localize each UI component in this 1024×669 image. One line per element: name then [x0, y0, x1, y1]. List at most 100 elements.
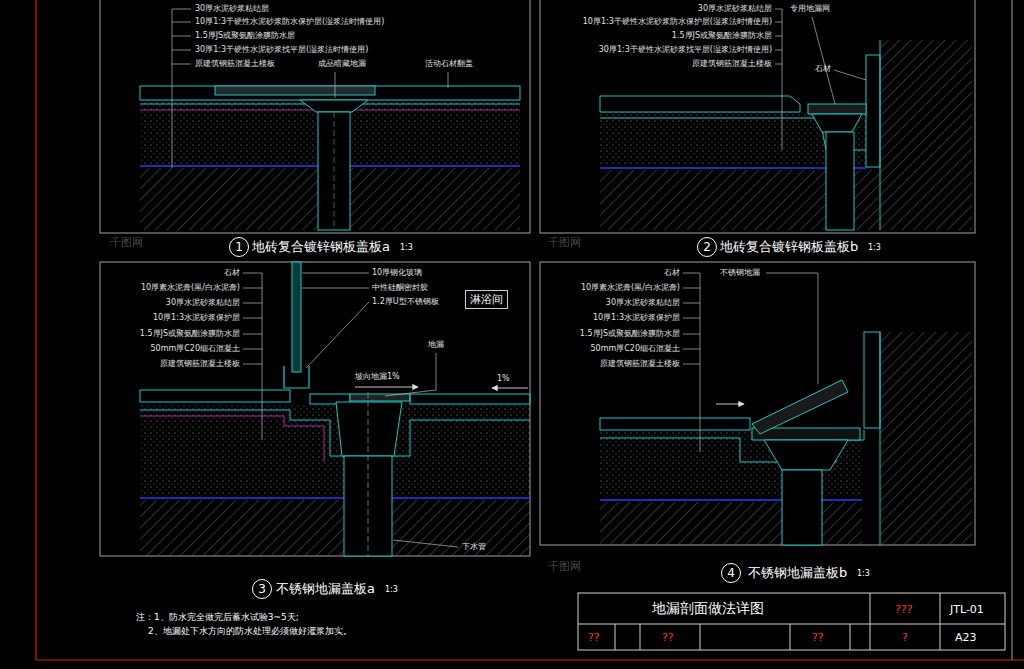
watermark: 千图网 [110, 236, 143, 249]
part-callout: 地漏 [428, 340, 444, 350]
drain-body [300, 100, 368, 112]
centerline [334, 112, 335, 230]
stone-layer [410, 394, 530, 404]
wall-stone [866, 55, 880, 167]
detail-caption: 地砖复合镀锌钢板盖板a [252, 239, 390, 255]
layer-callout: 原建筑钢筋混凝土楼板 [160, 359, 240, 369]
watermark: 千图网 [548, 236, 581, 249]
part-callout: 成品暗藏地漏 [318, 59, 366, 69]
layer-callout: 1.5厚JS或聚氨酯涂膜防水层 [672, 31, 772, 41]
scale-label: 1:3 [868, 243, 881, 253]
leader-line [766, 273, 818, 384]
note-text: 注：1、防水完全做完后蓄水试验3~5天; [136, 612, 299, 623]
part-callout: 下水管 [462, 542, 486, 552]
title-block-rule [615, 624, 616, 650]
slope-label: 1% [497, 374, 510, 384]
title-block-cell: ?? [812, 631, 824, 644]
layer-callout: 1.5厚JS或聚氨酯涂膜防水层 [580, 329, 680, 339]
concrete-fill [140, 404, 530, 496]
callout-number: 4 [727, 566, 735, 580]
note-text: 2、地漏处下水方向的防水处理必须做好灌浆加实。 [148, 626, 352, 637]
drain-body [812, 114, 862, 132]
slope-arrow [492, 388, 528, 389]
leader-line [393, 540, 458, 547]
drain-cover [752, 380, 848, 434]
concrete-fill [600, 432, 862, 496]
stone-cover [215, 86, 375, 95]
leader-line [683, 303, 700, 304]
waterproof-line [140, 410, 530, 456]
title-block-rule [850, 624, 851, 650]
wall-hatch [880, 332, 972, 545]
drain-funnel [764, 440, 848, 470]
slab-line [600, 499, 862, 501]
part-callout: 石材 [815, 64, 831, 74]
part-callout: 专用地漏网 [790, 4, 830, 14]
layer-callout: 30厚水泥砂浆粘结层 [606, 298, 680, 308]
u-channel [284, 366, 309, 388]
stone-layer [140, 390, 290, 402]
slope-arrow [716, 404, 744, 405]
illustration [36, 0, 1024, 660]
layer-callout: 30厚1:3干硬性水泥砂浆找平层(湿浆法时情使用) [195, 45, 368, 55]
layer-callout: 10厚素水泥膏(黑/白水泥膏) [581, 283, 680, 293]
layer-callout: 原建筑钢筋混凝土楼板 [600, 359, 680, 369]
drain-body [336, 402, 402, 456]
sheet-border [36, 0, 1024, 660]
part-callout: 中性硅酮密封胶 [372, 283, 428, 293]
layer-callout: 10厚1:3干硬性水泥砂浆防水保护层(湿浆法时情使用) [583, 17, 772, 27]
title-block-rule [940, 593, 941, 650]
detail-frame [100, 0, 530, 233]
title-block-cell: A23 [955, 631, 977, 644]
leader-line [775, 36, 782, 37]
callout-number: 3 [258, 582, 266, 596]
part-callout: 10厚钢化玻璃 [372, 268, 422, 278]
leader-line [243, 349, 262, 350]
detail-number-circle: 4 [721, 563, 741, 583]
leader-line [172, 50, 191, 51]
callout-number: 1 [235, 240, 243, 254]
part-callout: 不锈钢地漏 [720, 268, 760, 278]
leader-line [172, 9, 191, 10]
leader-line [775, 50, 782, 51]
slab-hatch [600, 502, 862, 545]
layer-callout: 50mm厚C20细石混凝土 [150, 344, 240, 354]
leader-line [775, 9, 782, 10]
slope-arrow [355, 387, 418, 388]
leader-line [448, 72, 449, 88]
layer-callout: 50mm厚C20细石混凝土 [590, 344, 680, 354]
layer-callout: 30厚水泥砂浆粘结层 [195, 4, 269, 14]
leader-line [683, 364, 700, 365]
leader-line [302, 288, 369, 289]
slab-line [140, 497, 530, 499]
watermark: 千图网 [548, 560, 581, 573]
leader-line [335, 72, 336, 98]
leader-line [172, 9, 173, 168]
stone-layer [600, 418, 750, 430]
leader-line [172, 64, 191, 65]
leader-line [243, 273, 262, 274]
drain-grate [350, 394, 410, 401]
leader-line [262, 273, 263, 440]
title-block-rule [790, 624, 791, 650]
drain-pipe [318, 112, 350, 230]
layer-callout: 石材 [224, 268, 240, 278]
detail-frame [540, 262, 975, 545]
leader-line [243, 364, 262, 365]
title-block-rule [870, 593, 871, 650]
tile-layer [140, 86, 520, 100]
leader-line [683, 288, 700, 289]
detail-number-circle: 2 [697, 237, 717, 257]
detail-caption: 不锈钢地漏盖板b [748, 565, 847, 581]
leader-line [172, 22, 191, 23]
wall-line [880, 332, 881, 545]
leader-line [243, 288, 262, 289]
leader-line [172, 36, 191, 37]
leader-line [683, 273, 700, 274]
slope-label: 坡向地漏1% [355, 372, 400, 382]
detail-number-circle: 1 [229, 237, 249, 257]
title-block-cell: ?? [588, 631, 600, 644]
leader-line [782, 9, 783, 150]
leader-line [775, 64, 782, 65]
detail-frame [540, 0, 975, 233]
